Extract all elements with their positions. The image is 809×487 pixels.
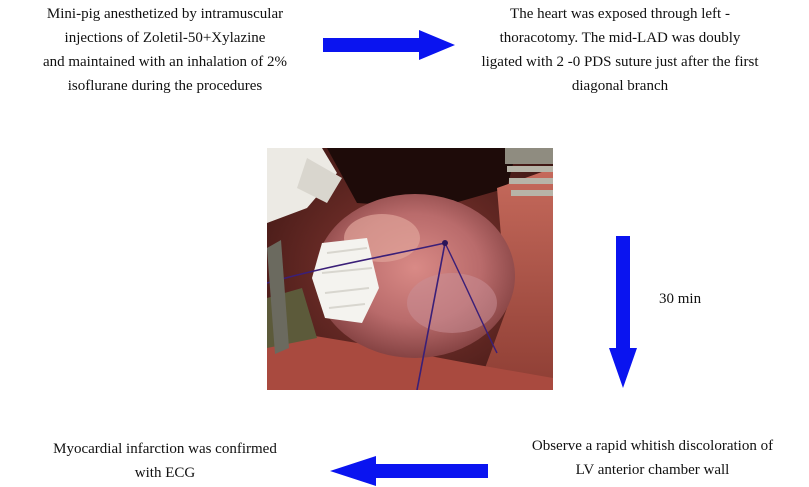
step-anesthesia-line: and maintained with an inhalation of 2% [0, 50, 330, 74]
step-ligation-line: thoracotomy. The mid-LAD was doubly [450, 26, 790, 50]
arrow-left-icon [330, 456, 488, 486]
step-confirmation-text: Myocardial infarction was confirmed with… [20, 437, 310, 485]
step-ligation-line: diagonal branch [450, 74, 790, 98]
step-anesthesia-line: Mini-pig anesthetized by intramuscular [0, 2, 330, 26]
step-ligation-line: The heart was exposed through left - [450, 2, 790, 26]
step-anesthesia-text: Mini-pig anesthetized by intramuscular i… [0, 2, 330, 98]
step-confirmation-line: Myocardial infarction was confirmed [20, 437, 310, 461]
step-anesthesia-line: injections of Zoletil-50+Xylazine [0, 26, 330, 50]
duration-label: 30 min [659, 289, 701, 309]
arrow-down-icon [609, 236, 637, 388]
surgical-heart-photo [267, 148, 553, 390]
step-anesthesia-line: isoflurane during the procedures [0, 74, 330, 98]
step-discoloration-text: Observe a rapid whitish discoloration of… [496, 434, 809, 482]
step-ligation-text: The heart was exposed through left - tho… [450, 2, 790, 98]
arrow-right-icon [323, 30, 455, 60]
step-ligation-line: ligated with 2 -0 PDS suture just after … [450, 50, 790, 74]
step-discoloration-line: Observe a rapid whitish discoloration of [496, 434, 809, 458]
step-confirmation-line: with ECG [20, 461, 310, 485]
step-discoloration-line: LV anterior chamber wall [496, 458, 809, 482]
